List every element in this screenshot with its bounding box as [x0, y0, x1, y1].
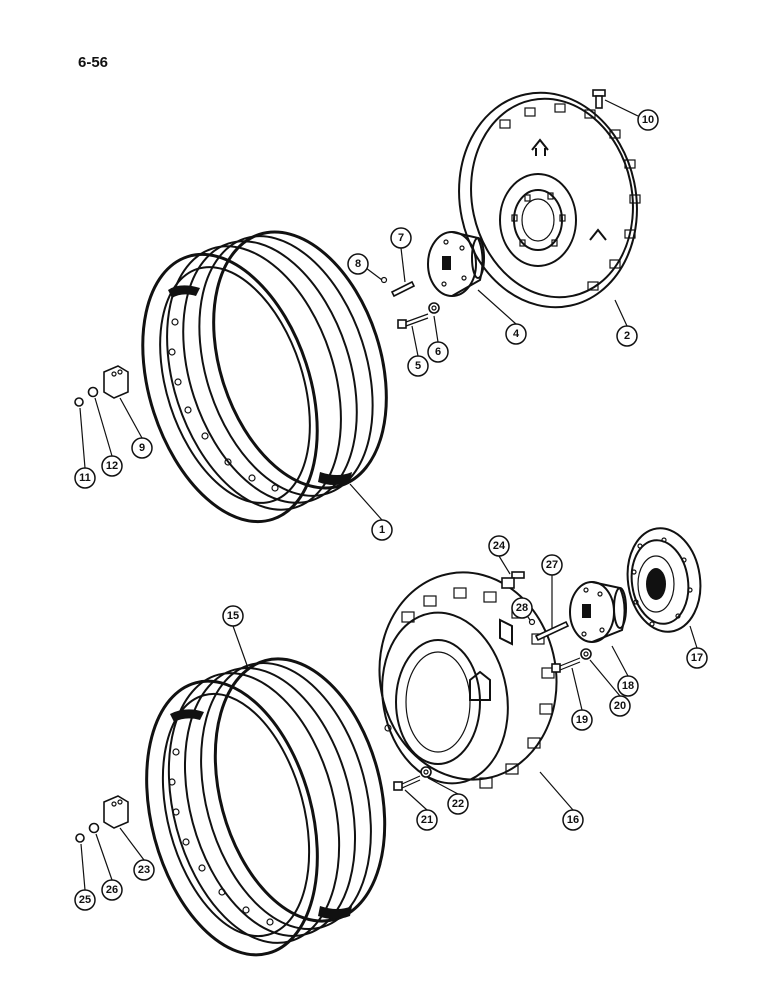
callout-7: 7	[390, 227, 412, 249]
callout-8: 8	[347, 253, 369, 275]
svg-text:4: 4	[513, 328, 520, 340]
svg-text:11: 11	[79, 472, 91, 484]
callout-2: 2	[616, 325, 638, 347]
svg-text:1: 1	[379, 524, 385, 536]
svg-text:24: 24	[493, 540, 506, 552]
callout-1: 1	[371, 519, 393, 541]
callout-12: 12	[101, 455, 123, 477]
page-number: 6-56	[78, 54, 109, 71]
callout-9: 9	[131, 437, 153, 459]
callout-27: 27	[541, 554, 563, 576]
svg-text:10: 10	[642, 114, 654, 126]
svg-text:9: 9	[139, 442, 145, 454]
callout-19: 19	[571, 709, 593, 731]
svg-text:22: 22	[452, 798, 464, 810]
svg-text:2: 2	[624, 330, 630, 342]
pin-28	[528, 618, 536, 626]
clamp-9	[103, 365, 129, 399]
washer-22	[420, 766, 432, 778]
callout-26: 26	[101, 879, 123, 901]
clamp-23	[103, 795, 129, 829]
washer-6	[428, 302, 440, 314]
washer-20	[580, 648, 592, 660]
svg-text:26: 26	[106, 884, 118, 896]
callout-20: 20	[609, 695, 631, 717]
callout-15: 15	[222, 605, 244, 627]
leader-lines	[79, 99, 698, 891]
pin-7	[390, 280, 416, 298]
callout-25: 25	[74, 889, 96, 911]
svg-text:25: 25	[79, 894, 91, 906]
bolt-5	[397, 313, 429, 329]
hub-18	[569, 581, 627, 643]
svg-text:15: 15	[227, 610, 239, 622]
callout-11: 11	[74, 467, 96, 489]
hub-plate-upper	[458, 91, 641, 309]
svg-text:8: 8	[355, 258, 361, 270]
svg-text:27: 27	[546, 559, 558, 571]
pin-27	[534, 620, 570, 642]
callout-6: 6	[427, 341, 449, 363]
svg-text:28: 28	[516, 602, 528, 614]
callout-21: 21	[416, 809, 438, 831]
cap-17	[626, 527, 702, 633]
bolt-21	[393, 775, 421, 791]
callout-18: 18	[617, 675, 639, 697]
hub-4	[427, 231, 485, 297]
bolt-24	[501, 571, 525, 589]
svg-text:6: 6	[435, 346, 441, 358]
callout-22: 22	[447, 793, 469, 815]
callout-23: 23	[133, 859, 155, 881]
svg-text:19: 19	[576, 714, 588, 726]
svg-text:5: 5	[415, 360, 421, 372]
nut-25	[75, 833, 85, 843]
svg-text:12: 12	[106, 460, 118, 472]
callout-10: 10	[637, 109, 659, 131]
callout-16: 16	[562, 809, 584, 831]
svg-text:20: 20	[614, 700, 626, 712]
callout-24: 24	[488, 535, 510, 557]
callout-4: 4	[505, 323, 527, 345]
svg-text:17: 17	[691, 652, 703, 664]
callout-5: 5	[407, 355, 429, 377]
callout-28: 28	[511, 597, 533, 619]
hub-center-16	[378, 571, 558, 789]
callout-17: 17	[686, 647, 708, 669]
nut-11	[74, 397, 84, 407]
svg-text:16: 16	[567, 814, 579, 826]
svg-text:23: 23	[138, 864, 150, 876]
washer-26	[88, 822, 100, 834]
bolt-10	[592, 89, 606, 109]
rim-upper	[141, 230, 388, 524]
washer-12	[87, 386, 99, 398]
rim-lower	[145, 657, 387, 957]
svg-text:18: 18	[622, 680, 634, 692]
svg-text:21: 21	[421, 814, 433, 826]
pin-8	[380, 276, 388, 284]
svg-text:7: 7	[398, 232, 404, 244]
bolt-19	[551, 657, 581, 673]
